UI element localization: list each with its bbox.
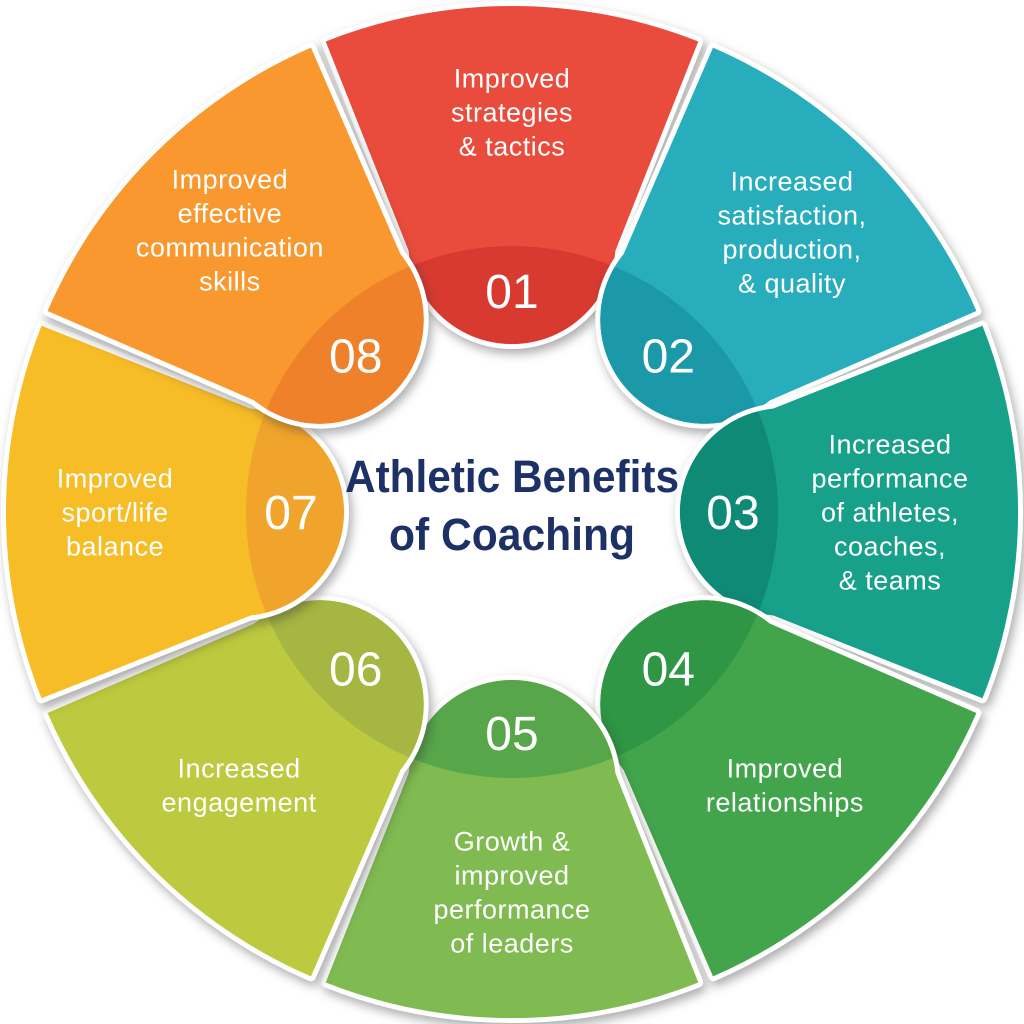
petal-shape [680, 325, 1019, 699]
segment-number: 03 [706, 487, 759, 540]
petal-shape [325, 5, 699, 344]
petal-inner-shade [600, 246, 778, 424]
petal-inner-shade [246, 600, 424, 778]
petal-shape [325, 680, 699, 1019]
title-line-1: Athletic Benefits [345, 451, 679, 502]
segment-number: 01 [485, 266, 538, 319]
petal-inner-shade [246, 246, 424, 424]
title-line-2: of Coaching [389, 509, 635, 560]
segment-number: 04 [642, 643, 695, 696]
segment-number: 06 [329, 643, 382, 696]
segment-number: 05 [485, 708, 538, 761]
petal-shape [5, 325, 345, 699]
segment-number: 07 [264, 487, 317, 540]
diagram-center-title: Athletic Benefits of Coaching [345, 451, 679, 560]
segment-number: 02 [642, 331, 695, 384]
segment-number: 08 [329, 331, 382, 384]
petal-inner-shade [600, 600, 778, 778]
